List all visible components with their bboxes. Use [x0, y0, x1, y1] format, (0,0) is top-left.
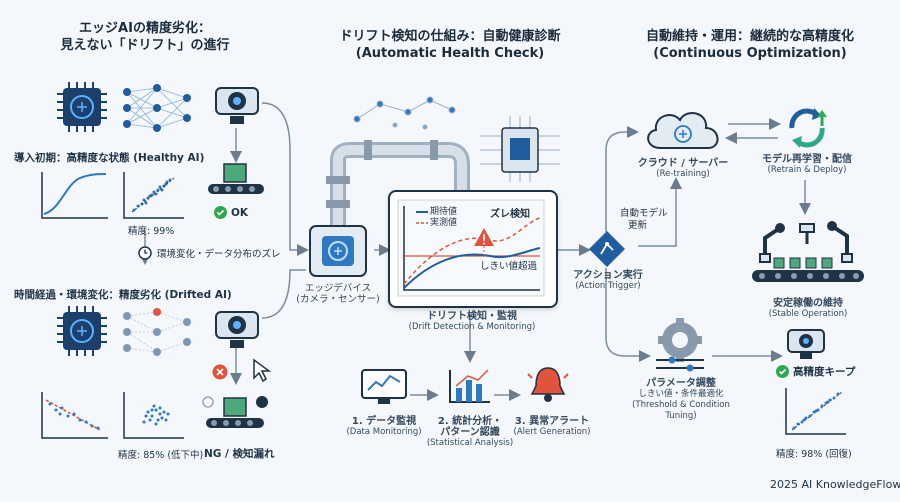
healthy-scatter-chart	[123, 172, 184, 219]
right-title: 自動維持・運用：継続的な高精度化 (Continuous Optimizatio…	[610, 28, 890, 62]
edge-device-label-line1: エッジデバイス	[304, 283, 372, 294]
threshold-label: しきい値超過	[480, 261, 538, 272]
factory-robot-line-icon	[752, 221, 864, 282]
shift-row: 環境変化・データ分布のズレ	[138, 246, 281, 260]
stable-label-line2: (Stable Operation)	[768, 309, 848, 319]
retrain-label-line1: モデル再学習・配信	[762, 154, 852, 165]
drifted-label: 時間経過・環境変化：精度劣化 (Drifted AI)	[14, 289, 232, 301]
pipe-graphic	[326, 140, 470, 225]
retrain-label-line2: (Retrain & Deploy)	[767, 165, 847, 175]
step3-label: 3. 異常アラート (Alert Generation)	[506, 416, 598, 438]
ai-chip-icon-drifted	[57, 306, 107, 356]
stable-label: 安定稼働の維持 (Stable Operation)	[752, 298, 864, 320]
middle-title-line2: (Automatic Health Check)	[355, 46, 545, 61]
camera-icon-drifted	[215, 311, 259, 348]
clock-icon	[138, 246, 152, 260]
check-circle-icon	[214, 206, 227, 219]
stable-label-line1: 安定稼働の維持	[773, 298, 843, 309]
shift-label: 環境変化・データ分布のズレ	[157, 249, 281, 260]
action-label-line2: (Action Trigger)	[575, 281, 641, 291]
footer-credit: 2025 AI KnowledgeFlow	[770, 478, 900, 491]
alert-bell-icon	[527, 367, 569, 402]
param-label: パラメータ調整 しきい値・条件最適化 (Threshold & Conditio…	[616, 378, 746, 422]
edge-device-label-line2: (カメラ・センサー)	[296, 294, 380, 305]
step3-label-line2: (Alert Generation)	[513, 427, 591, 437]
legend-measured: 実測値	[430, 218, 458, 228]
action-label-line1: アクション実行	[573, 270, 643, 281]
camera-icon	[215, 87, 259, 124]
step2-label-line2: パターン認識	[440, 427, 500, 438]
right-title-line1: 自動維持・運用：継続的な高精度化	[645, 29, 854, 44]
conveyor-belt-icon	[208, 163, 264, 194]
recovered-scatter-chart	[785, 388, 846, 435]
monitor-label: ドリフト検知・監視 (Drift Detection & Monitoring)	[400, 311, 544, 333]
right-title-line2: (Continuous Optimization)	[653, 46, 847, 61]
step2-label: 2. 統計分析・ パターン認識 (Statistical Analysis)	[420, 416, 520, 449]
check-circle-icon-keep	[776, 365, 789, 378]
monitor-label-line2: (Drift Detection & Monitoring)	[408, 322, 536, 332]
parameter-gear-icon	[656, 318, 704, 372]
network-graph-decoration	[353, 96, 456, 130]
middle-title: ドリフト検知の仕組み：自動健康診断 (Automatic Health Chec…	[300, 28, 600, 62]
error-x-icon	[212, 364, 228, 380]
step1-label-line1: 1. データ監視	[351, 416, 417, 427]
drifted-scatter-chart	[123, 392, 184, 439]
step1-label: 1. データ監視 (Data Monitoring)	[340, 416, 428, 438]
monitor-label-line1: ドリフト検知・監視	[427, 311, 517, 322]
conveyor-belt-drifted-icon	[202, 396, 268, 428]
cloud-label-line1: クラウド / サーバー	[637, 158, 729, 169]
param-label-line1: パラメータ調整	[646, 378, 716, 389]
step3-label-line1: 3. 異常アラート	[514, 416, 590, 427]
warning-triangle-icon	[474, 228, 494, 246]
step2-label-line1: 2. 統計分析・	[437, 416, 503, 427]
retrain-label: モデル再学習・配信 (Retrain & Deploy)	[752, 154, 862, 176]
ok-badge-label: OK	[231, 206, 249, 219]
action-trigger-icon	[589, 231, 625, 267]
drift-alert-label: ズレ検知	[490, 209, 530, 220]
final-accuracy: 精度: 98% (回復)	[776, 449, 852, 460]
neural-network-icon	[123, 84, 191, 132]
neural-network-faded-icon	[123, 308, 191, 356]
auto-model-label-line1: 自動モデル	[620, 208, 668, 219]
healthy-accuracy: 精度: 99%	[128, 226, 175, 237]
action-label: アクション実行 (Action Trigger)	[564, 270, 652, 292]
step2-label-line3: (Statistical Analysis)	[426, 438, 514, 448]
keep-label: 高精度キープ	[793, 366, 856, 378]
left-title-line1: エッジAIの精度劣化：	[79, 21, 211, 36]
drifted-accuracy: 精度: 85% (低下中)	[118, 450, 204, 461]
statistical-analysis-icon	[449, 369, 490, 403]
param-label-line3: (Threshold & Condition Tuning)	[632, 400, 730, 421]
healthy-curve-chart	[41, 172, 108, 219]
keep-badge: 高精度キープ	[776, 364, 855, 379]
left-title-line2: 見えない「ドリフト」の進行	[60, 38, 230, 53]
processor-chip-icon	[480, 116, 560, 182]
cloud-label: クラウド / サーバー (Re-training)	[626, 158, 740, 180]
retrain-cycle-icon	[789, 108, 827, 148]
cloud-server-icon	[647, 112, 719, 149]
camera-icon-stable	[787, 329, 825, 359]
middle-title-line1: ドリフト検知の仕組み：自動健康診断	[339, 29, 561, 44]
legend-expected: 期待値	[430, 207, 458, 217]
param-label-line2: しきい値・条件最適化	[638, 389, 724, 399]
cloud-label-line2: (Re-training)	[656, 169, 710, 179]
ai-chip-icon	[57, 82, 107, 132]
edge-device-label: エッジデバイス (カメラ・センサー)	[294, 283, 382, 305]
drift-monitor-panel	[388, 190, 558, 308]
auto-model-label: 自動モデル 更新	[620, 208, 668, 232]
ok-badge: OK	[214, 206, 248, 219]
ng-badge: NG / 検知漏れ	[204, 448, 275, 460]
cursor-arrow-icon	[253, 358, 272, 383]
drifted-trend-chart	[41, 392, 108, 439]
data-monitoring-icon	[361, 369, 407, 404]
step1-label-line2: (Data Monitoring)	[346, 427, 422, 437]
left-title: エッジAIの精度劣化： 見えない「ドリフト」の進行	[20, 20, 270, 54]
healthy-label: 導入初期：高精度な状態 (Healthy AI)	[14, 152, 205, 164]
drift-monitor-chart	[397, 199, 545, 297]
auto-model-label-line2: 更新	[628, 220, 648, 231]
edge-device-icon	[309, 225, 367, 277]
